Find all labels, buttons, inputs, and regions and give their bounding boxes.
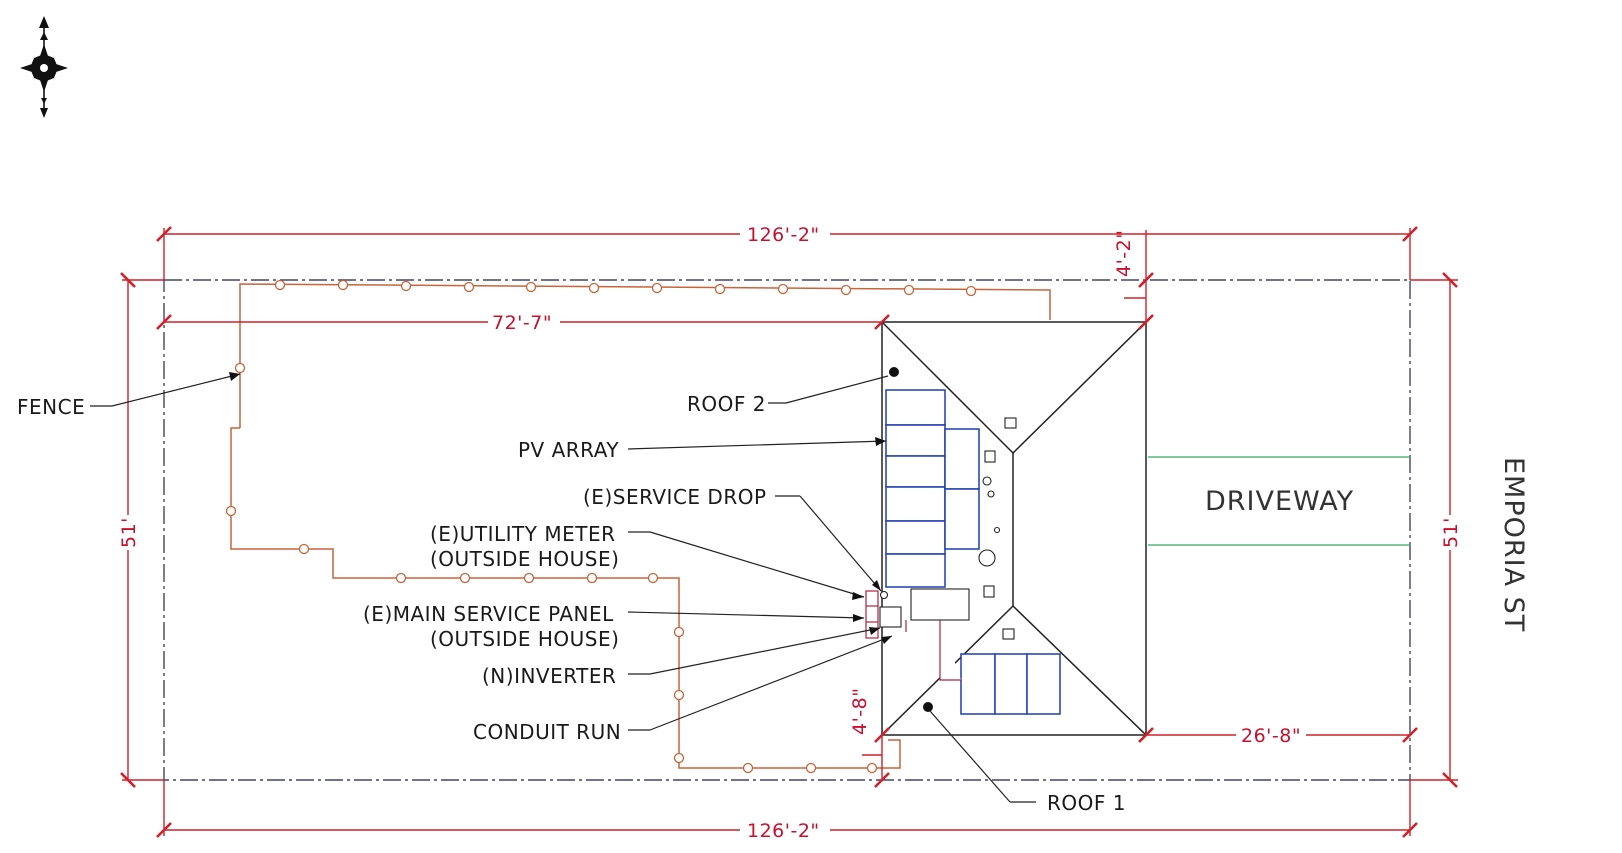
pv-array-roof-2 — [885, 389, 980, 588]
dim-to-house: 72'-7" — [156, 312, 890, 334]
dim-left-depth: 51' — [118, 272, 164, 788]
pv-array-roof-1 — [960, 653, 1061, 715]
dim-house-to-street-text: 26'-8" — [1241, 725, 1301, 747]
label-pv-array: PV ARRAY — [518, 438, 619, 462]
label-conduit-run: CONDUIT RUN — [473, 720, 621, 744]
leader-arrowheads — [229, 372, 892, 644]
leader-lines — [90, 373, 1036, 803]
dim-right-depth-text: 51' — [1440, 517, 1462, 548]
label-roof-2: ROOF 2 — [687, 392, 766, 416]
main-service-panel — [879, 606, 902, 628]
dim-bottom-overall: 126'-2" — [156, 780, 1418, 842]
label-service-drop: (E)SERVICE DROP — [583, 485, 767, 509]
driveway-label: DRIVEWAY — [1205, 486, 1354, 517]
dim-to-house-text: 72'-7" — [492, 312, 552, 334]
dim-left-depth-text: 51' — [118, 517, 140, 548]
dim-right-depth: 51' — [1410, 272, 1462, 788]
dim-setback-top: 4'-2" — [1113, 230, 1154, 330]
service-drop-point — [879, 590, 889, 600]
dim-setback-top-text: 4'-2" — [1113, 230, 1135, 278]
label-main-service-panel-location: (OUTSIDE HOUSE) — [430, 627, 619, 651]
roof-vents — [978, 417, 1017, 640]
label-utility-meter-location: (OUTSIDE HOUSE) — [430, 547, 619, 571]
label-fence: FENCE — [17, 395, 85, 419]
roof-1-marker — [923, 702, 933, 712]
label-main-service-panel: (E)MAIN SERVICE PANEL — [363, 602, 614, 626]
label-utility-meter: (E)UTILITY METER — [430, 522, 615, 546]
label-roof-1: ROOF 1 — [1047, 791, 1126, 815]
dim-bottom-overall-text: 126'-2" — [747, 820, 820, 842]
inverter — [910, 588, 970, 621]
dim-setback-bottom-text: 4'-8" — [849, 688, 871, 736]
dim-setback-bottom: 4'-8" — [849, 688, 890, 788]
property-line — [163, 279, 1411, 781]
dim-house-to-street: 26'-8" — [1138, 725, 1418, 747]
label-inverter: (N)INVERTER — [482, 664, 616, 688]
conduit-run — [905, 620, 961, 681]
electrical-equipment — [865, 588, 970, 681]
compass-rose-icon — [20, 16, 68, 118]
dim-top-overall-text: 126'-2" — [747, 224, 820, 246]
street-label: EMPORIA ST — [1498, 457, 1529, 632]
fence-posts — [225, 279, 977, 774]
roof-2-marker — [889, 367, 899, 377]
dim-top-overall: 126'-2" — [156, 224, 1418, 280]
